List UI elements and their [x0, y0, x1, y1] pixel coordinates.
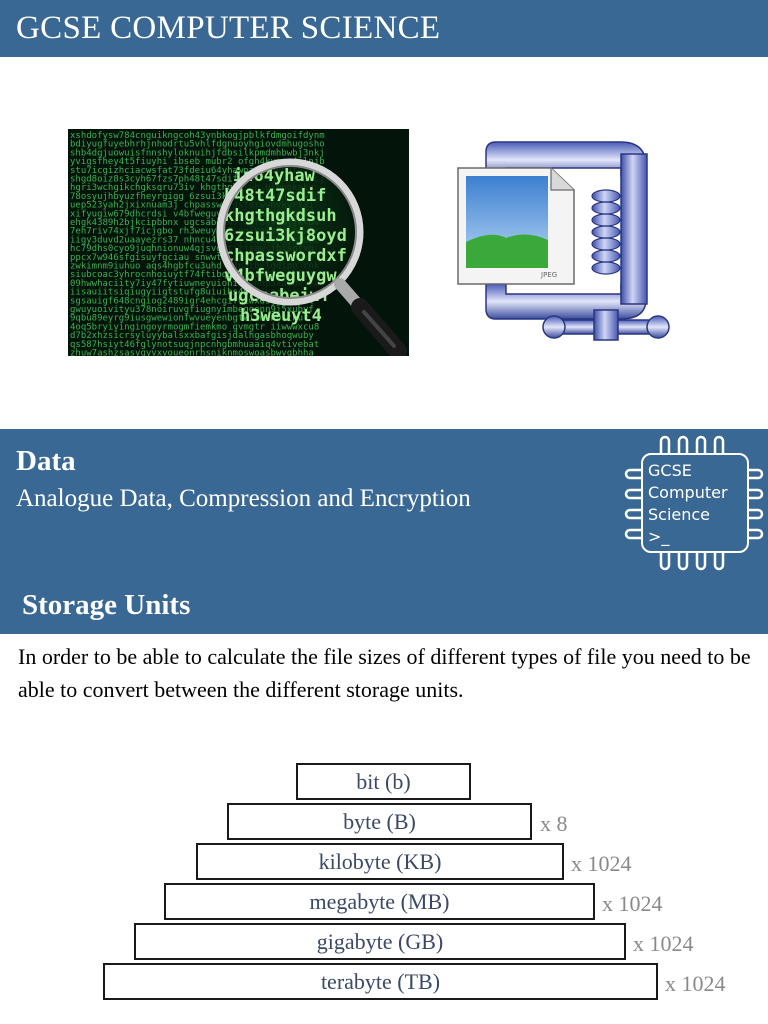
unit-label: gigabyte (GB) [316, 928, 444, 954]
svg-text:h48t47sdif: h48t47sdif [224, 186, 326, 206]
matrix-code-line: bdiyugfuyebhrhjnhodrtu5vhlfdgnuoyhgiovdm… [70, 140, 325, 150]
storage-intro-text: In order to be able to calculate the fil… [18, 644, 751, 702]
matrix-code-line: siubcoac3yhrocnhoiuytf74ftibqoejdovm38gj… [70, 270, 314, 280]
compression-image: JPEG [446, 134, 678, 356]
matrix-code-line: d7b2xhzsicrsyluyybalsxxbafgisjdalhgasbho… [70, 331, 314, 341]
unit-box-terabyte: terabyte (TB) [103, 963, 658, 1000]
unit-label: bit (b) [356, 768, 411, 794]
matrix-code-line: ppcx7w946sfgisuyfgciau snwwtrhaiwibyktl … [70, 253, 314, 263]
matrix-code-line: yvigsfhey4t5fiuyhi ibseb mubr2 ofgh4kvgs… [70, 157, 325, 167]
matrix-code-line: stu7icgizhciacwsfat73fdeiu64yhawpadqqdkd… [70, 166, 303, 176]
svg-text:v4bfweguygw: v4bfweguygw [224, 266, 337, 286]
unit-label: megabyte (MB) [309, 888, 450, 914]
chip-pins-icon [624, 435, 764, 571]
jpeg-file-label: JPEG [540, 271, 557, 279]
section-title: Data [16, 445, 76, 477]
unit-box-bit: bit (b) [296, 763, 471, 800]
unit-label: byte (B) [343, 808, 416, 834]
matrix-code-line: shgd8oiz8s3cyh67fzs7ph48t47sdif pgmkiqmi… [70, 175, 325, 185]
clamp-file-graphic: JPEG [457, 141, 670, 341]
unit-box-megabyte: megabyte (MB) [164, 883, 595, 920]
matrix-code-line: xifyugiw679dhcrdsi v4bfweguygwegl jbwnhm… [70, 209, 314, 219]
matrix-code-line: 78osyujhbyuzfheyrgigg 6zsui3kj8oyd yigfh… [70, 192, 319, 202]
logo-line: >_ [648, 527, 670, 546]
matrix-code-line: ehgk4389h2bjkcipbbnx ugcsabeiwf lqfbsvdm… [70, 218, 320, 228]
matrix-code-line: xshdofysw784cnguikngcoh43ynbkogjpblkfdmg… [70, 131, 325, 141]
unit-box-byte: byte (B) [227, 803, 532, 840]
header-bar: GCSE COMPUTER SCIENCE [0, 0, 768, 57]
unit-label: kilobyte (KB) [318, 848, 442, 874]
matrix-code-line: 9qbu89eyrg9iusgwewionfwvueyenbgtwithenbs… [70, 314, 309, 324]
unit-box-gigabyte: gigabyte (GB) [134, 923, 626, 960]
matrix-code-line: 4oq5bryiyingingoyrmogmfiemkmo gvmgtr iiw… [70, 322, 319, 332]
storage-title: Storage Units [22, 589, 191, 621]
matrix-code-line: hgri3wchgikchgksqru73iv khgthgkdsuh glmn… [70, 183, 314, 193]
multiplier-kilobyte: x 1024 [571, 851, 632, 876]
svg-text:h3weuyt4: h3weuyt4 [240, 306, 322, 326]
matrix-code-line: gwuyuoivityu378noiruvgfiugnyimbeqoenn9j5… [70, 305, 314, 315]
magnifier-lens [220, 162, 360, 302]
multiplier-terabyte: x 1024 [665, 971, 726, 996]
matrix-code-graphic: xshdofysw784cnguikngcoh43ynbkogjpblkfdmg… [68, 129, 409, 356]
matrix-code-line: 7eh7riv74xjf7icjgbo rh3weuyt47 pnjkpwsuv… [70, 227, 320, 237]
multiplier-byte: x 8 [540, 811, 568, 836]
matrix-code-line: shb4dgjuowuisfnnshyloknuihjfdbsilkpmdmhb… [70, 148, 325, 158]
logo-text: GCSE Computer Science >_ [648, 460, 728, 548]
unit-box-kilobyte: kilobyte (KB) [196, 843, 564, 880]
matrix-code-line: iigy3duvd2uaayezrs37 nhncu4ihd jsuikcvke… [70, 235, 319, 245]
page-title: GCSE COMPUTER SCIENCE [16, 10, 441, 46]
matrix-code-line: iisauiitsiqiugyiigtstufg8uiuihs4hfs4xzgb… [70, 288, 314, 298]
logo-line: Computer [648, 483, 728, 502]
unit-label: terabyte (TB) [320, 968, 441, 994]
matrix-code-line: qs587hsiyt46fglynotsuqjnpcnhgbmhuaaiq4vt… [70, 340, 319, 350]
matrix-code-line: zhuw7ashzsasyqyvxyoueonrhsniknmoswoasbwv… [70, 349, 314, 357]
data-section-banner: Data Analogue Data, Compression and Encr… [0, 429, 768, 580]
encryption-image: xshdofysw784cnguikngcoh43ynbkogjpblkfdmg… [68, 129, 409, 356]
logo-line: Science [648, 505, 711, 524]
multiplier-gigabyte: x 1024 [633, 931, 694, 956]
svg-text:6zsui3kj8oyd: 6zsui3kj8oyd [224, 226, 347, 246]
section-subtitle: Analogue Data, Compression and Encryptio… [16, 485, 471, 512]
gcse-cs-logo: GCSE Computer Science >_ [624, 433, 764, 573]
matrix-code-line: sgsauigf648cngiog2489igr4ehcgifhiwxdsjyb… [70, 296, 314, 306]
matrix-code-line: uep523yah2jxixnuam3j chpasswordxfdrwyhvk… [70, 201, 314, 211]
storage-units-banner: Storage Units [0, 580, 768, 634]
matrix-code-line: 09hwwhaciity7iy47fytiuwneyuiohi4ywhnp5xa… [70, 279, 319, 289]
chip-body [641, 453, 749, 553]
svg-text:khgthgkdsuh: khgthgkdsuh [224, 206, 337, 226]
magnifier-rim [216, 158, 364, 306]
matrix-code-line: zwkimnm9iuhuo aqs4hgbfcu3uhd vdnaibclgdi… [70, 262, 320, 272]
multiplier-megabyte: x 1024 [602, 891, 663, 916]
magnifier-handle [334, 278, 407, 356]
svg-text:chpasswordxf: chpasswordxf [224, 246, 347, 266]
matrix-code-line: hc79dhs0cyo9juqhnionuw4qjsvgutjzjsaw jbi… [70, 244, 314, 254]
logo-line: GCSE [648, 461, 692, 480]
